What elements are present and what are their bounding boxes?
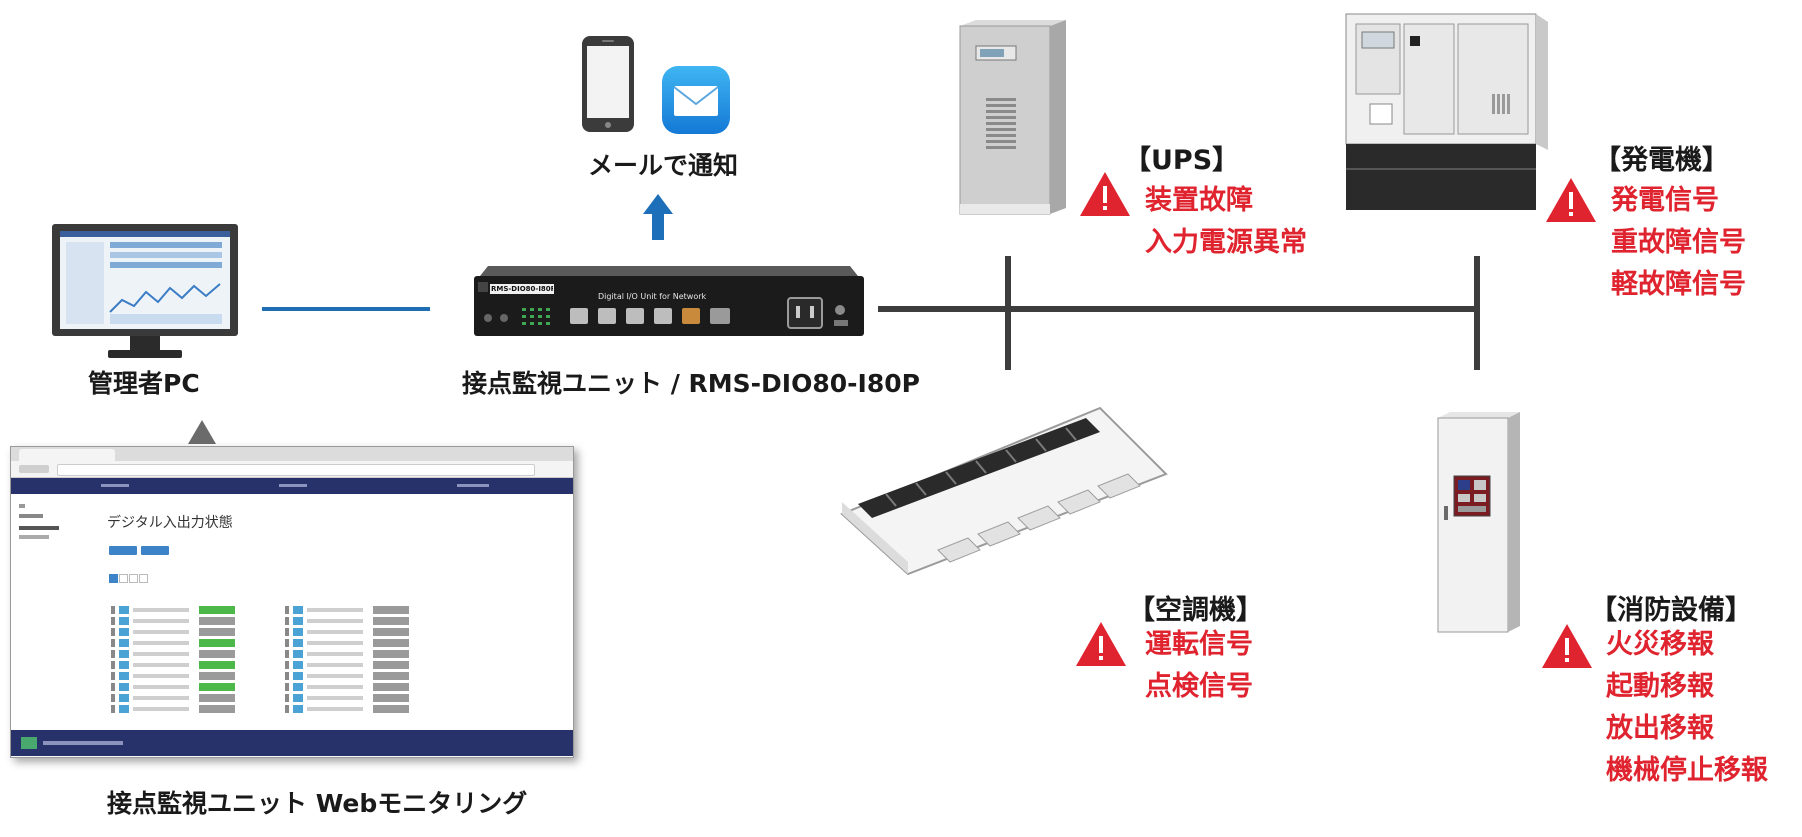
aircon-icon	[838, 404, 1170, 580]
io-table-row	[285, 650, 455, 658]
browser-tab-bar	[11, 447, 573, 461]
footer-logo	[21, 737, 37, 749]
browser-tab	[19, 449, 115, 461]
up-arrow-icon	[643, 194, 673, 244]
generator-icon	[1344, 12, 1550, 218]
generator-warning-icon	[1544, 176, 1598, 224]
generator-title: 【発電機】	[1594, 145, 1729, 176]
fire-warning-icon	[1540, 622, 1594, 670]
browser-button-1	[109, 546, 137, 555]
ups-alarm-item: 入力電源異常	[1145, 227, 1307, 258]
smartphone-icon	[580, 34, 636, 138]
admin-pc-monitor-icon	[50, 222, 240, 366]
io-table-row	[285, 705, 455, 713]
fire-equipment-icon	[1434, 410, 1524, 640]
aircon-warning-icon	[1074, 620, 1128, 668]
aircon-alarm-item: 運転信号	[1145, 629, 1253, 660]
io-table-row	[285, 661, 455, 669]
fire-alarm-item: 機械停止移報	[1606, 755, 1768, 786]
ups-warning-icon	[1078, 170, 1132, 218]
io-table-row	[285, 628, 455, 636]
io-table-row	[111, 650, 281, 658]
io-table-row	[285, 639, 455, 647]
io-table-right	[285, 594, 455, 718]
rms-device	[470, 262, 868, 350]
browser-nav-icons	[19, 465, 49, 473]
browser-url-field	[57, 464, 535, 476]
io-table-left	[111, 594, 281, 718]
pc-link-line	[262, 307, 430, 311]
ups-icon	[958, 18, 1068, 220]
generator-alarm-list: 発電信号 重故障信号 軽故障信号	[1611, 180, 1746, 306]
aircon-alarm-list: 運転信号 点検信号	[1145, 624, 1253, 708]
mail-icon	[660, 64, 732, 140]
io-table-row	[111, 628, 281, 636]
bus-drop-generator-fire	[1474, 256, 1480, 370]
fire-title: 【消防設備】	[1590, 595, 1752, 626]
footer-company	[43, 741, 123, 745]
generator-alarm-item: 軽故障信号	[1611, 269, 1746, 300]
io-table-row	[111, 606, 281, 614]
io-table-row	[285, 617, 455, 625]
navbar-item	[101, 484, 129, 487]
browser-footer	[11, 730, 573, 756]
navbar-item	[279, 484, 307, 487]
aircon-title: 【空調機】	[1128, 595, 1263, 626]
io-table-row	[111, 661, 281, 669]
navbar-item	[457, 484, 489, 487]
io-table-row	[285, 672, 455, 680]
web-monitoring-label: 接点監視ユニット Webモニタリング	[107, 789, 528, 818]
device-subtitle: Digital I/O Unit for Network	[598, 292, 707, 301]
ups-title: 【UPS】	[1124, 145, 1240, 176]
fire-alarm-item: 放出移報	[1606, 713, 1714, 744]
io-table-row	[285, 694, 455, 702]
browser-page-title: デジタル入出力状態	[107, 515, 233, 531]
fire-alarm-list: 火災移報 起動移報 放出移報 機械停止移報	[1606, 624, 1768, 792]
generator-alarm-item: 重故障信号	[1611, 227, 1746, 258]
fire-alarm-item: 起動移報	[1606, 671, 1714, 702]
browser-page-body: デジタル入出力状態	[11, 494, 573, 756]
fire-alarm-item: 火災移報	[1606, 629, 1714, 660]
ups-alarm-item: 装置故障	[1145, 185, 1253, 216]
browser-button-2	[141, 546, 169, 555]
sidebar-menu	[19, 504, 75, 564]
io-table-row	[285, 683, 455, 691]
ups-alarm-list: 装置故障 入力電源異常	[1145, 180, 1307, 264]
web-monitoring-screenshot: デジタル入出力状態	[10, 446, 574, 758]
io-table-row	[285, 606, 455, 614]
io-table-row	[111, 617, 281, 625]
browser-address-bar	[11, 461, 573, 478]
device-model-badge: RMS-DIO80-I80P	[491, 285, 553, 293]
io-table-row	[111, 672, 281, 680]
callout-pointer	[188, 420, 216, 444]
io-table-row	[111, 639, 281, 647]
aircon-alarm-item: 点検信号	[1145, 671, 1253, 702]
generator-alarm-item: 発電信号	[1611, 185, 1719, 216]
browser-navbar	[11, 478, 573, 494]
io-table-row	[111, 705, 281, 713]
pagination	[109, 574, 149, 584]
equipment-bus-line	[878, 306, 1478, 312]
io-table-row	[111, 694, 281, 702]
unit-label: 接点監視ユニット / RMS-DIO80-I80P	[462, 369, 920, 398]
io-table-row	[111, 683, 281, 691]
bus-drop-ups-aircon	[1005, 256, 1011, 370]
mail-notify-label: メールで通知	[588, 151, 739, 180]
admin-pc-label: 管理者PC	[88, 369, 200, 398]
